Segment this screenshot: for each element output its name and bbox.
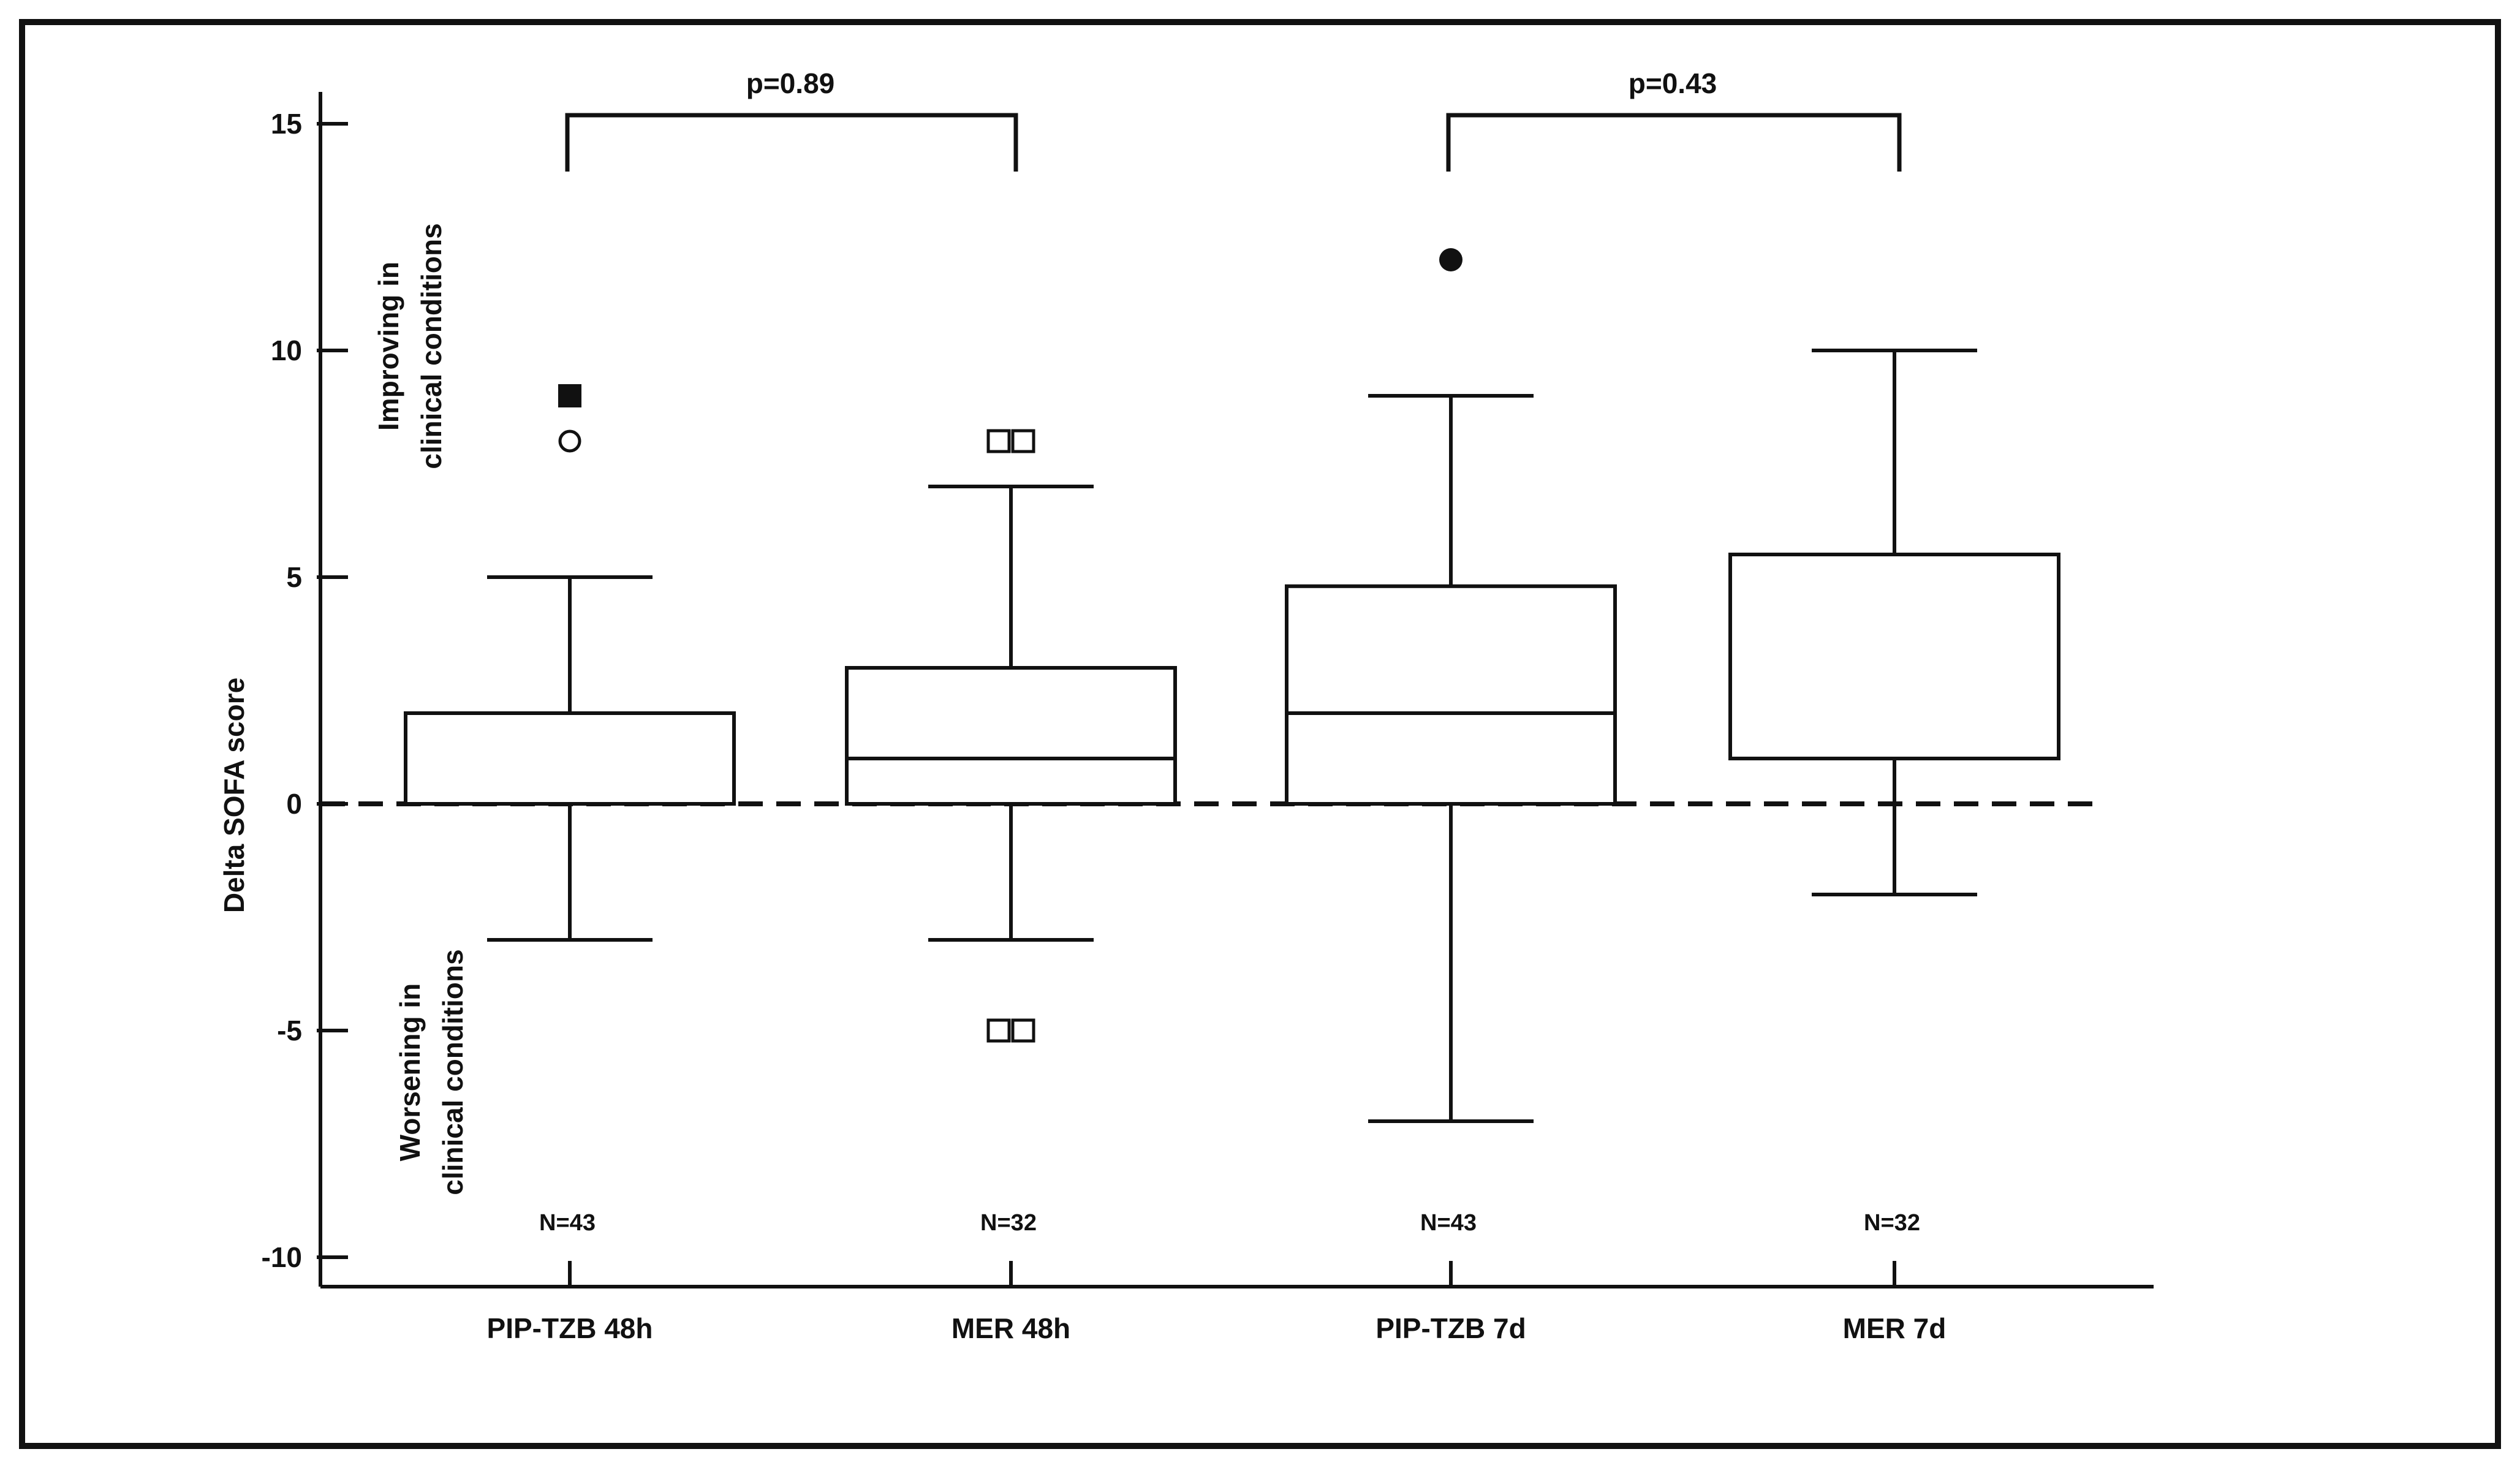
x-category-label: PIP-TZB 48h — [487, 1312, 653, 1344]
y-tick-label: -10 — [262, 1241, 302, 1273]
n-label: N=43 — [1420, 1210, 1477, 1236]
comparison-brackets: p=0.89 p=0.43 — [565, 67, 1902, 172]
outlier-point — [986, 1018, 1011, 1043]
y-tick-label: 10 — [271, 335, 302, 366]
x-category-label: MER 48h — [952, 1312, 1070, 1344]
x-category-label: PIP-TZB 7d — [1375, 1312, 1526, 1344]
n-label: N=43 — [539, 1210, 596, 1236]
y-axis-title: Delta SOFA score — [218, 678, 250, 913]
axes: 15 10 5 0 -5 -10 — [262, 92, 2154, 1288]
outliers-group — [558, 248, 1462, 1043]
outlier-point — [986, 429, 1011, 453]
box-iqr — [1285, 584, 1617, 806]
annotation-worsening-line-1: Worsening in — [394, 983, 426, 1162]
x-category-label: MER 7d — [1843, 1312, 1947, 1344]
y-tick-label: 5 — [286, 561, 302, 593]
annotation-worsening: Worsening in clinical conditions — [394, 949, 469, 1195]
outlier-point — [558, 429, 581, 453]
y-tick-label: 15 — [271, 108, 302, 140]
comparison-bracket — [565, 113, 1018, 172]
figure-frame — [19, 19, 2501, 1449]
outlier-point — [1439, 248, 1462, 271]
comparison-bracket — [1446, 113, 1902, 172]
box-iqr — [845, 666, 1177, 806]
annotation-improving-line-1: Improving in — [373, 262, 404, 431]
annotation-worsening-line-2: clinical conditions — [437, 949, 469, 1195]
n-label: N=32 — [980, 1210, 1037, 1236]
y-tick-label: -5 — [277, 1015, 302, 1046]
annotation-improving-line-2: clinical conditions — [415, 223, 447, 469]
outlier-point — [1011, 429, 1035, 453]
outlier-point — [558, 384, 581, 407]
p-value-label: p=0.89 — [746, 67, 835, 99]
n-label: N=32 — [1864, 1210, 1920, 1236]
outlier-point — [1011, 1018, 1035, 1043]
annotation-improving: Improving in clinical conditions — [373, 223, 447, 469]
p-value-label: p=0.43 — [1629, 67, 1717, 99]
y-tick-label: 0 — [286, 788, 302, 820]
boxes-group — [404, 349, 2060, 1123]
box-iqr — [1728, 553, 2060, 760]
box-iqr — [404, 711, 736, 806]
